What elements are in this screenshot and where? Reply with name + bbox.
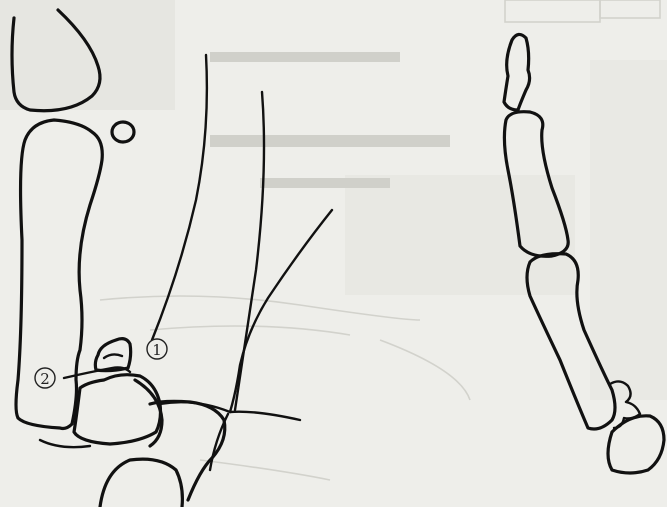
- base-joint-line-1: [230, 412, 300, 420]
- ray-line-3: [230, 210, 332, 412]
- base-joint-line-2: [210, 414, 228, 470]
- metacarpal-head: [608, 416, 664, 473]
- bottom-edge-line: [40, 440, 90, 447]
- round-ossicle: [112, 122, 134, 142]
- base-joint-line-3: [160, 402, 230, 412]
- marker-2-label: 2: [40, 370, 50, 388]
- marker-1-label: 1: [152, 341, 162, 359]
- bottom-bone-left: [100, 459, 182, 507]
- marker-2: 2: [35, 368, 55, 388]
- fragment-detail: [104, 354, 122, 358]
- lower-carpal-bone: [74, 375, 161, 444]
- marker-1: 1: [147, 339, 167, 359]
- distal-phalanx: [504, 34, 530, 110]
